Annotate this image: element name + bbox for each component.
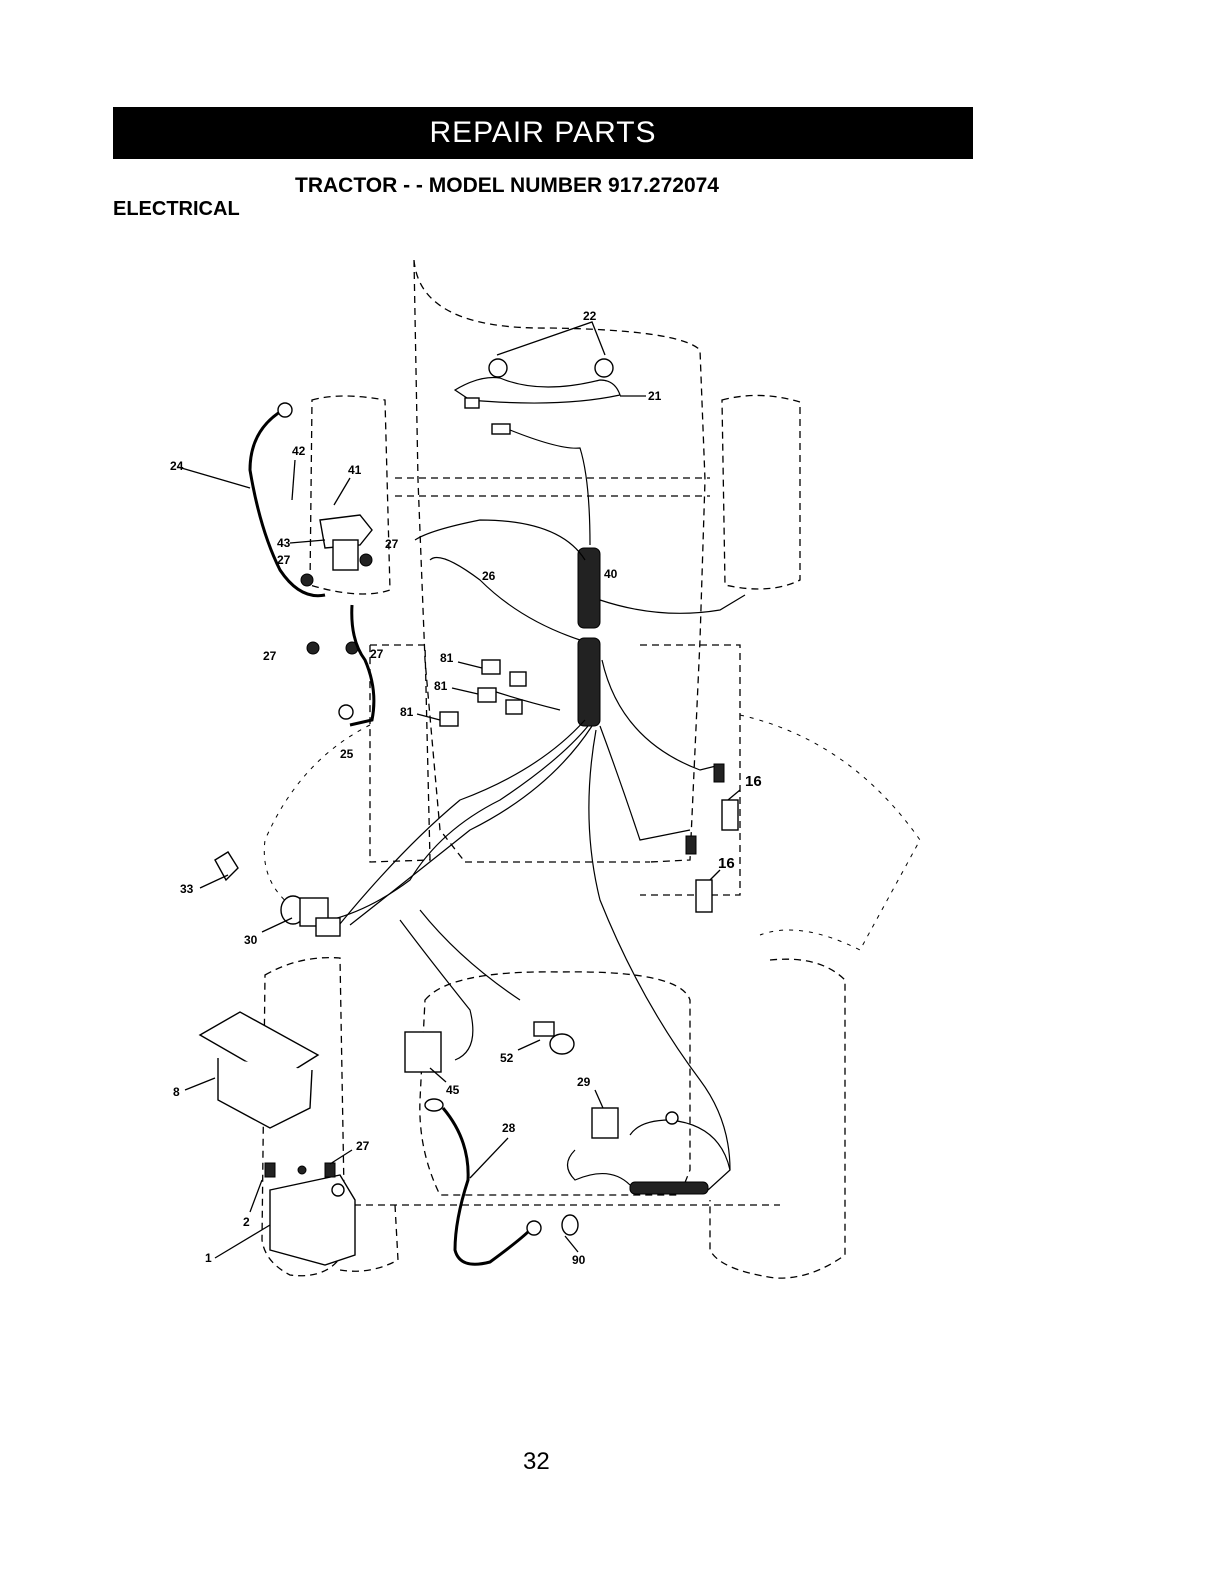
- callout-16-b: 16: [718, 855, 735, 872]
- callout-26: 26: [482, 569, 496, 583]
- callout-81-a: 81: [440, 651, 454, 665]
- misc-electrical-parts: [405, 1022, 730, 1264]
- page-number: 32: [523, 1448, 550, 1476]
- callout-27-d: 27: [370, 647, 384, 661]
- battery-box: [185, 1012, 318, 1128]
- callout-33: 33: [180, 882, 194, 896]
- solenoid-assembly: [178, 403, 374, 725]
- callout-45: 45: [446, 1083, 460, 1097]
- callout-27-e: 27: [356, 1139, 370, 1153]
- battery: [215, 1150, 355, 1265]
- callout-43: 43: [277, 536, 291, 550]
- callout-27-c: 27: [263, 649, 277, 663]
- callout-1: 1: [205, 1251, 212, 1265]
- ignition-switch: [200, 852, 340, 936]
- callout-81-c: 81: [400, 705, 414, 719]
- callout-2: 2: [243, 1215, 250, 1229]
- callout-40: 40: [604, 567, 618, 581]
- callout-52: 52: [500, 1051, 514, 1065]
- callout-81-b: 81: [434, 679, 448, 693]
- callout-90: 90: [572, 1253, 586, 1267]
- headlight-harness: [455, 322, 646, 545]
- callout-28: 28: [502, 1121, 516, 1135]
- callout-29: 29: [577, 1075, 591, 1089]
- relays: [417, 660, 526, 726]
- callout-25: 25: [340, 747, 354, 761]
- callout-30: 30: [244, 933, 258, 947]
- callout-8: 8: [173, 1085, 180, 1099]
- callout-27-b: 27: [385, 537, 399, 551]
- callout-21: 21: [648, 389, 662, 403]
- wire-loom: [330, 520, 745, 1170]
- callout-22: 22: [583, 309, 597, 323]
- connectors-16: [686, 764, 740, 912]
- callout-27-a: 27: [277, 553, 291, 567]
- callout-16-a: 16: [745, 773, 762, 790]
- callout-24: 24: [170, 459, 184, 473]
- callout-42: 42: [292, 444, 306, 458]
- callout-41: 41: [348, 463, 362, 477]
